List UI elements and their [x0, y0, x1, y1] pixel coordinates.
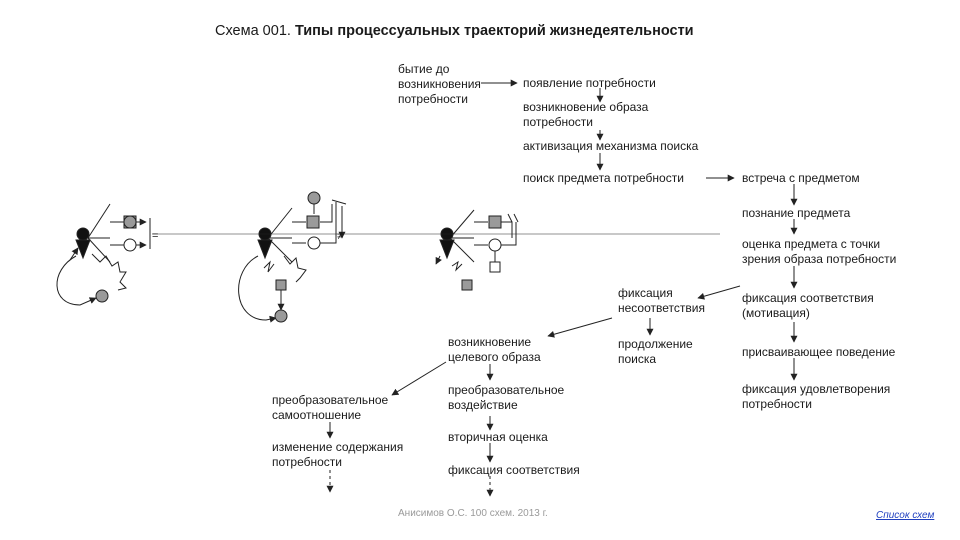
arrow-mismatch-to-target [547, 317, 613, 338]
node-fix-match: фиксация соответствия [448, 463, 580, 477]
node-being-before: бытие до возникновения потребности [398, 62, 481, 106]
node-secondary-eval: вторичная оценка [448, 430, 548, 444]
node-object-cognition: познание предмета [742, 206, 851, 220]
pictogram-3 [435, 209, 519, 291]
node-search-object: поиск предмета потребности [523, 171, 684, 185]
node-appropriating-behavior: присваивающее поведение [742, 345, 896, 359]
footer-credit: Анисимов О.С. 100 схем. 2013 г. [398, 508, 548, 519]
pictogram-1-circle-top [123, 215, 137, 229]
node-transform-self: преобразовательное самоотношение [272, 393, 389, 422]
equals-symbol: = [152, 230, 159, 242]
node-search-activation: активизация механизма поиска [523, 139, 699, 153]
arrow-target-to-self [391, 361, 447, 396]
node-need-appearance: появление потребности [523, 76, 656, 90]
title-number: Схема 001. [215, 23, 291, 39]
node-fix-satisfaction: фиксация удовлетворения потребности [742, 382, 891, 411]
pictogram-1-circle-bottom [123, 238, 137, 252]
pictogram-1 [56, 203, 151, 306]
node-meeting-object: встреча с предметом [742, 171, 860, 185]
node-image-emergence: возникновение образа потребности [523, 100, 649, 129]
pictogram-2 [238, 191, 347, 323]
flow-arrows [326, 79, 798, 497]
diagram-title: Схема 001. Типы процессуальных траектори… [215, 23, 694, 39]
node-fix-match-motivation: фиксация соответствия (мотивация) [742, 291, 874, 320]
node-transform-impact: преобразовательное воздействие [448, 383, 565, 412]
arrow-evaluation-to-mismatch [697, 285, 741, 300]
node-continue-search: продолжение поиска [618, 337, 693, 366]
node-target-image: возникновение целевого образа [448, 335, 541, 364]
not-equals-symbol: ≠ [337, 230, 344, 242]
node-object-evaluation: оценка предмета с точки зрения образа по… [742, 237, 897, 266]
node-need-content-change: изменение содержания потребности [272, 440, 404, 469]
title-text: Типы процессуальных траекторий жизнедеят… [294, 23, 694, 39]
node-fix-mismatch: фиксация несоответствия [618, 286, 705, 315]
scheme-list-link[interactable]: Список схем [876, 510, 935, 521]
